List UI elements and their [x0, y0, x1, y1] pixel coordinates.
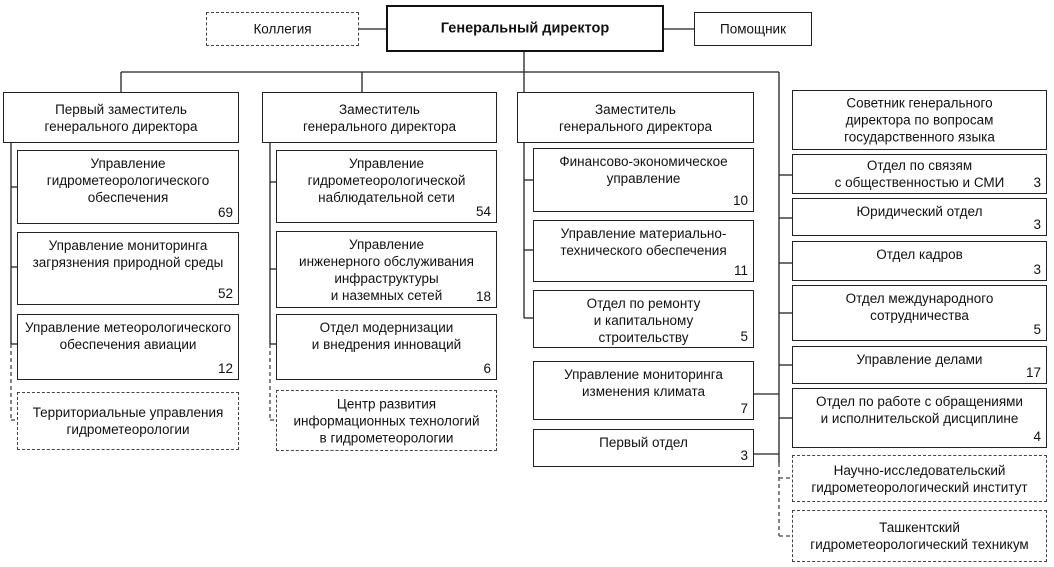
deputy-head: Заместитель генерального директора	[517, 92, 754, 143]
head-label: Советник генерального директора по вопро…	[844, 95, 995, 145]
department-box: Юридический отдел 3	[792, 198, 1047, 236]
staff-count: 5	[1033, 322, 1041, 337]
department-box: Управление делами 17	[792, 346, 1047, 384]
department-label: Отдел по ремонту и капитальному строител…	[586, 296, 701, 345]
assistant-box: Помощник	[694, 12, 812, 46]
it-center-box: Центр развития информационных технологий…	[276, 390, 497, 451]
department-label: Юридический отдел	[856, 204, 983, 219]
staff-count: 18	[475, 289, 491, 304]
department-box: Управление инженерного обслуживания инфр…	[276, 231, 497, 308]
head-label: Заместитель генерального директора	[559, 101, 712, 134]
staff-count: 17	[1025, 365, 1041, 380]
staff-count: 52	[217, 286, 233, 301]
staff-count: 4	[1033, 429, 1041, 444]
staff-count: 54	[475, 204, 491, 219]
first-deputy-head: Первый заместитель генерального директор…	[3, 92, 239, 143]
staff-count: 3	[1033, 217, 1041, 232]
board-box: Коллегия	[206, 12, 359, 46]
department-label: Отдел модернизации и внедрения инноваций	[311, 320, 462, 352]
department-box: Управление гидрометеорологического обесп…	[17, 150, 239, 224]
staff-count: 10	[732, 193, 748, 208]
technical-college-box: Ташкентский гидрометеорологический техни…	[792, 510, 1047, 562]
department-box: Управление мониторинга загрязнения приро…	[17, 232, 239, 305]
technical-college-label: Ташкентский гидрометеорологический техни…	[810, 520, 1029, 552]
territorial-offices-box: Территориальные управления гидрометеорол…	[17, 392, 239, 450]
head-label: Первый заместитель генерального директор…	[44, 101, 198, 134]
department-label: Управление материально- технического обе…	[560, 226, 727, 258]
department-box: Отдел по работе с обращениями и исполнит…	[792, 388, 1047, 448]
department-box: Отдел по связям с общественностью и СМИ …	[792, 154, 1047, 194]
department-label: Первый отдел	[599, 435, 688, 450]
advisor-head: Советник генерального директора по вопро…	[792, 90, 1047, 150]
staff-count: 5	[740, 329, 748, 344]
department-box: Первый отдел 3	[533, 429, 754, 467]
research-institute-label: Научно-исследовательский гидрометеоролог…	[811, 462, 1028, 495]
department-box: Управление мониторинга изменения климата…	[533, 361, 754, 420]
department-label: Отдел кадров	[876, 247, 963, 262]
head-label: Заместитель генерального директора	[303, 101, 456, 134]
department-label: Управление гидрометеорологического обесп…	[46, 156, 210, 205]
department-label: Управление метеорологического обеспечени…	[25, 320, 231, 352]
department-label: Управление инженерного обслуживания инфр…	[299, 237, 474, 303]
staff-count: 3	[1033, 175, 1041, 190]
department-label: Управление делами	[856, 352, 983, 367]
it-center-label: Центр развития информационных технологий…	[293, 396, 480, 445]
department-label: Управление мониторинга загрязнения приро…	[32, 238, 224, 270]
department-box: Отдел кадров 3	[792, 241, 1047, 281]
assistant-label: Помощник	[719, 21, 786, 37]
department-label: Финансово-экономическое управление	[559, 154, 728, 186]
research-institute-box: Научно-исследовательский гидрометеоролог…	[792, 455, 1047, 502]
staff-count: 12	[217, 361, 233, 376]
department-box: Отдел по ремонту и капитальному строител…	[533, 290, 754, 348]
territorial-offices-label: Территориальные управления гидрометеорол…	[32, 405, 224, 437]
board-label: Коллегия	[253, 21, 312, 37]
director-label: Генеральный директор	[440, 20, 610, 36]
department-box: Управление гидрометеорологической наблюд…	[276, 150, 497, 223]
staff-count: 3	[740, 448, 748, 463]
director-box: Генеральный директор	[386, 5, 664, 52]
department-label: Управление гидрометеорологической наблюд…	[307, 156, 466, 205]
department-label: Отдел по связям с общественностью и СМИ	[834, 158, 1005, 190]
department-box: Управление материально- технического обе…	[533, 220, 754, 282]
staff-count: 69	[217, 205, 233, 220]
staff-count: 3	[1033, 262, 1041, 277]
department-box: Отдел международного сотрудничества 5	[792, 285, 1047, 341]
staff-count: 7	[740, 401, 748, 416]
department-label: Отдел международного сотрудничества	[845, 291, 994, 323]
deputy-head: Заместитель генерального директора	[262, 92, 497, 143]
department-box: Финансово-экономическое управление 10	[533, 148, 754, 212]
department-label: Отдел по работе с обращениями и исполнит…	[816, 394, 1023, 426]
department-box: Отдел модернизации и внедрения инноваций…	[276, 314, 497, 380]
staff-count: 6	[483, 361, 491, 376]
department-box: Управление метеорологического обеспечени…	[17, 314, 239, 380]
department-label: Управление мониторинга изменения климата	[564, 367, 723, 399]
staff-count: 11	[733, 263, 748, 278]
